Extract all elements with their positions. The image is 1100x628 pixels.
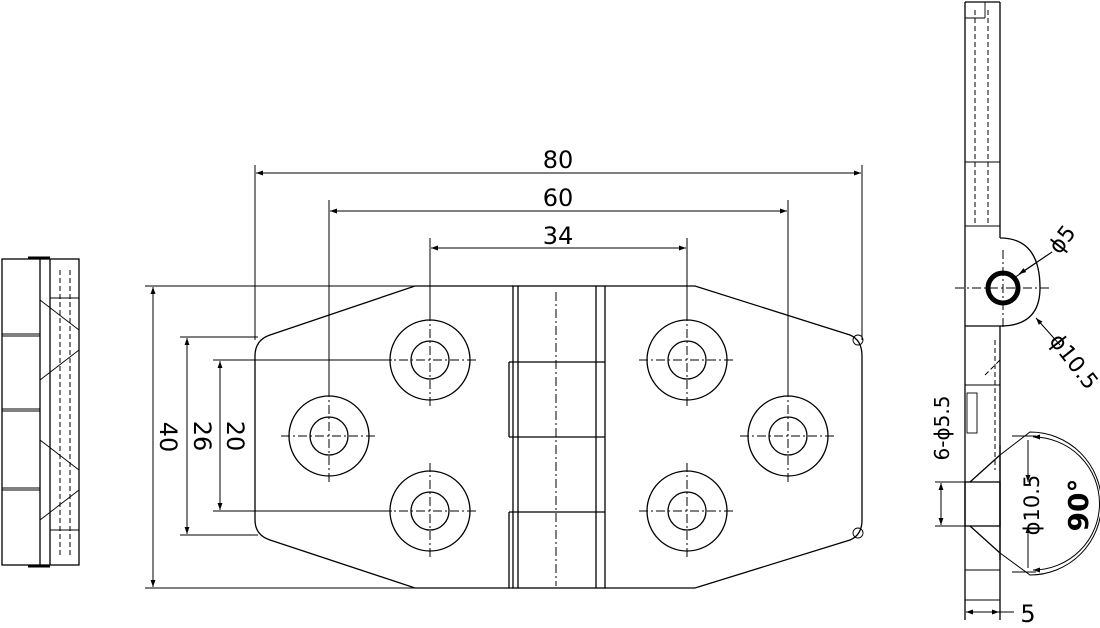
dim-inner-row-spacing: 20 [213,359,392,512]
hole-middle-left [281,388,377,484]
dim-label-hole-count: 6-ϕ5.5 [930,396,954,461]
hole-middle-right [740,388,836,484]
dim-hole-row-spacing: 26 [180,336,258,536]
dim-label-34: 34 [543,222,574,250]
dim-label-20: 20 [221,421,249,452]
hinge-front-view: 80 60 34 40 26 [145,146,864,589]
right-leaf-outline [605,285,863,589]
dim-height: 40 [145,285,415,589]
hole-lower-right [639,463,735,559]
dim-label-40: 40 [154,422,182,453]
hole-upper-right [639,312,735,408]
dim-outer-hole-spacing: 60 [328,184,789,392]
dim-label-80: 80 [543,146,574,174]
dim-label-angle: 90° [1062,479,1095,532]
hole-lower-left [382,463,478,559]
dim-label-thickness: 5 [1020,600,1035,628]
dim-label-knuckle: ϕ10.5 [1044,329,1100,394]
dim-label-countersink: ϕ10.5 [1020,475,1044,536]
side-view-left [1,256,80,568]
mounting-holes [281,312,836,559]
dim-overall-length: 80 [254,146,863,340]
knuckle [508,285,606,589]
dim-label-60: 60 [543,184,574,212]
dim-inner-hole-spacing: 34 [429,222,688,318]
side-view-right: ϕ10.5 90° 6-ϕ5.5 ϕ5 ϕ10.5 5 [930,1,1100,628]
left-leaf-outline [254,285,513,589]
hole-upper-left [382,312,478,408]
dim-label-26: 26 [188,421,216,452]
